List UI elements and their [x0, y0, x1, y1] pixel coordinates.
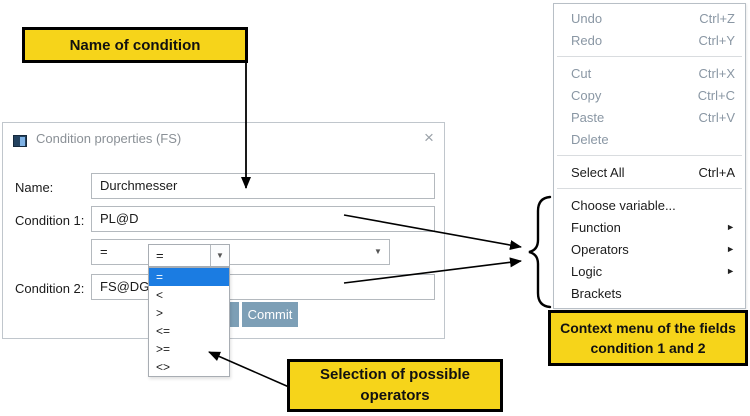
- operator-option-less-equal[interactable]: <=: [149, 322, 229, 340]
- callout-context-line2: condition 1 and 2: [590, 340, 706, 356]
- menu-item-label: Brackets: [571, 285, 622, 301]
- operator-option-greater-equal[interactable]: >=: [149, 340, 229, 358]
- operator-combobox[interactable]: = ▼: [91, 239, 390, 265]
- menu-item-cut[interactable]: Cut Ctrl+X: [554, 62, 745, 84]
- menu-item-paste[interactable]: Paste Ctrl+V: [554, 106, 745, 128]
- callout-operators-line2: operators: [360, 386, 430, 404]
- menu-item-label: Choose variable...: [571, 197, 676, 213]
- menu-item-label: Cut: [571, 65, 592, 81]
- menu-item-label: Delete: [571, 131, 609, 147]
- name-input[interactable]: Durchmesser: [91, 173, 435, 199]
- menu-item-label: Copy: [571, 87, 602, 103]
- menu-separator: [557, 155, 742, 156]
- menu-item-select-all[interactable]: Select All Ctrl+A: [554, 161, 745, 183]
- chevron-down-icon[interactable]: ▼: [374, 247, 382, 256]
- menu-item-label: Function: [571, 219, 621, 235]
- operator-dropdown-value: =: [156, 248, 164, 263]
- menu-item-shortcut: Ctrl+Y: [698, 32, 735, 48]
- operator-option-equal[interactable]: =: [149, 268, 229, 286]
- callout-possible-operators: Selection of possible operators: [287, 359, 503, 412]
- menu-item-delete[interactable]: Delete: [554, 128, 745, 150]
- callout-operators-line1: Selection of possible: [319, 366, 471, 384]
- menu-item-logic[interactable]: Logic ►: [554, 260, 745, 282]
- menu-item-shortcut: Ctrl+V: [698, 109, 735, 125]
- operator-dropdown-list: = < > <= >= <>: [148, 267, 230, 377]
- chevron-down-icon[interactable]: ▼: [210, 245, 229, 266]
- submenu-arrow-icon: ►: [726, 222, 735, 232]
- operator-dropdown-closed[interactable]: = ▼: [148, 244, 230, 267]
- menu-item-shortcut: Ctrl+C: [697, 87, 735, 103]
- callout-name-text: Name of condition: [69, 36, 201, 54]
- menu-separator: [557, 188, 742, 189]
- commit-button[interactable]: Commit: [242, 302, 298, 327]
- callout-name-of-condition: Name of condition: [22, 27, 248, 63]
- operator-option-greater[interactable]: >: [149, 304, 229, 322]
- name-label: Name:: [15, 180, 54, 195]
- menu-item-brackets[interactable]: Brackets: [554, 282, 745, 304]
- condition1-input[interactable]: PL@D: [91, 206, 435, 232]
- condition1-label: Condition 1:: [15, 213, 85, 228]
- curly-brace: [528, 195, 552, 309]
- menu-item-label: Select All: [571, 164, 625, 180]
- menu-item-choose-variable[interactable]: Choose variable...: [554, 194, 745, 216]
- dialog-title: Condition properties (FS): [36, 131, 182, 146]
- operator-option-not-equal[interactable]: <>: [149, 358, 229, 376]
- callout-context-line1: Context menu of the fields: [560, 319, 736, 336]
- condition2-input[interactable]: FS@DG: [91, 274, 435, 300]
- menu-item-copy[interactable]: Copy Ctrl+C: [554, 84, 745, 106]
- condition-properties-dialog: Condition properties (FS) × Name: Durchm…: [2, 122, 445, 377]
- menu-separator: [557, 56, 742, 57]
- callout-context-menu: Context menu of the fields condition 1 a…: [548, 310, 748, 366]
- operator-option-less[interactable]: <: [149, 286, 229, 304]
- context-menu: Undo Ctrl+Z Redo Ctrl+Y Cut Ctrl+X Copy …: [553, 3, 746, 309]
- submenu-arrow-icon: ►: [726, 244, 735, 254]
- menu-item-shortcut: Ctrl+Z: [699, 10, 735, 26]
- menu-item-undo[interactable]: Undo Ctrl+Z: [554, 7, 745, 29]
- menu-item-function[interactable]: Function ►: [554, 216, 745, 238]
- menu-item-shortcut: Ctrl+A: [698, 164, 735, 180]
- menu-item-label: Operators: [571, 241, 629, 257]
- menu-item-label: Paste: [571, 109, 605, 125]
- close-icon[interactable]: ×: [424, 128, 434, 147]
- menu-item-shortcut: Ctrl+X: [698, 65, 735, 81]
- operator-combobox-value: =: [100, 244, 108, 259]
- menu-item-operators[interactable]: Operators ►: [554, 238, 745, 260]
- menu-item-redo[interactable]: Redo Ctrl+Y: [554, 29, 745, 51]
- submenu-arrow-icon: ►: [726, 266, 735, 276]
- menu-item-label: Logic: [571, 263, 603, 279]
- window-icon: [13, 135, 27, 147]
- menu-item-label: Redo: [571, 32, 603, 48]
- condition2-label: Condition 2:: [15, 281, 85, 296]
- menu-item-label: Undo: [571, 10, 603, 26]
